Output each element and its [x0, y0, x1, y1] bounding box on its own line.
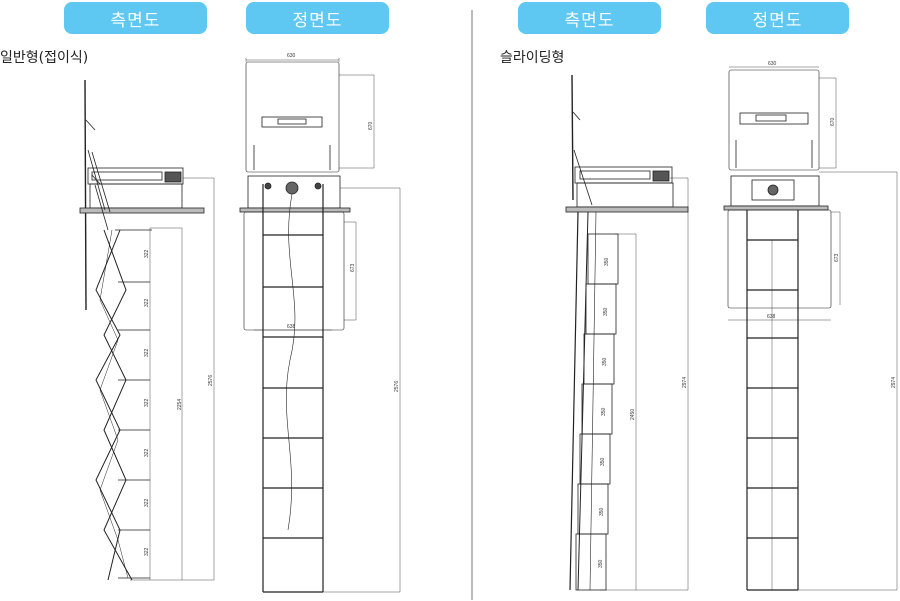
step-dim-label: 350: [604, 257, 610, 266]
front-view-folding: [239, 58, 401, 593]
side-view-sliding: [565, 74, 689, 591]
front-view-sliding: [723, 66, 898, 591]
opening-width-label: 638: [287, 324, 296, 330]
step-dim-label: 350: [603, 307, 609, 316]
front-width-label: 630: [287, 53, 296, 59]
step-dim-label: 350: [599, 507, 605, 516]
ladder-length-label: 2450: [630, 409, 636, 420]
step-dim-label: 350: [601, 407, 607, 416]
step-dim-label: 322: [144, 448, 150, 457]
opening-width-label: 638: [767, 314, 776, 320]
front-view-folding-labels: 630 670 673 638 2576: [287, 53, 400, 392]
header-front-view-left: 정면도: [246, 2, 389, 34]
total-height-label: 2974: [682, 377, 688, 388]
step-dim-label: 322: [144, 249, 150, 258]
header-side-view-left: 측면도: [64, 2, 207, 34]
side-height-label: 673: [834, 253, 840, 262]
step-dim-label: 322: [144, 348, 150, 357]
side-view-folding-labels: 322 322 322 322 322 322 322 2254 2576: [144, 249, 214, 556]
side-view-folding: [79, 79, 215, 581]
step-dim-label: 350: [600, 457, 606, 466]
front-width-label: 630: [768, 61, 777, 67]
step-dim-label: 322: [144, 547, 150, 556]
side-view-sliding-labels: 350 350 350 350 350 350 350 2450 2974: [598, 257, 688, 568]
step-dim-label: 350: [602, 357, 608, 366]
caption-folding-type: 일반형(접이식): [0, 50, 89, 66]
step-dim-label: 322: [144, 498, 150, 507]
total-height-label: 2974: [891, 377, 897, 388]
caption-sliding-type: 슬라이딩형: [500, 50, 565, 66]
header-front-view-right: 정면도: [706, 2, 849, 34]
cover-height-label: 670: [368, 121, 374, 130]
step-dim-label: 322: [144, 298, 150, 307]
side-height-label: 673: [350, 263, 356, 272]
cover-height-label: 670: [830, 117, 836, 126]
total-height-label: 2576: [208, 375, 214, 386]
header-side-view-right: 측면도: [518, 2, 661, 34]
front-view-sliding-labels: 630 670 673 638 2974: [767, 61, 897, 388]
step-dim-label: 350: [598, 559, 604, 568]
step-dim-label: 322: [144, 398, 150, 407]
ladder-length-label: 2254: [177, 399, 183, 410]
total-height-label: 2576: [394, 381, 400, 392]
